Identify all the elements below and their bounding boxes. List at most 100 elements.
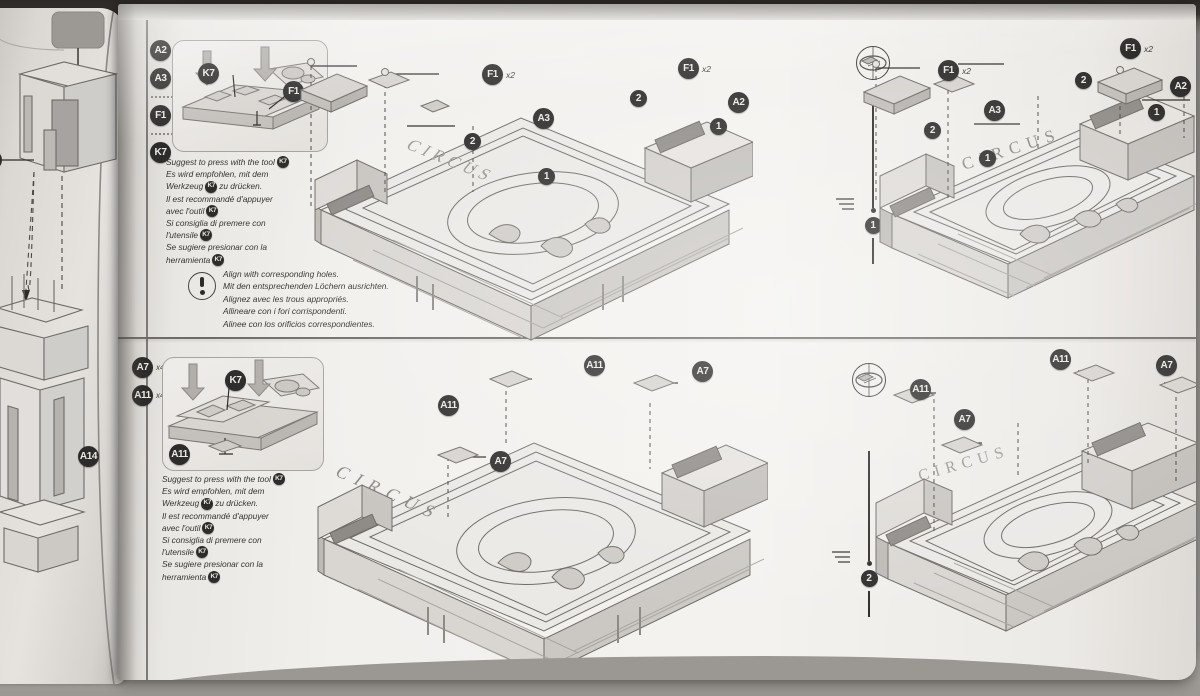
instruction-line-text: Suggest to press with the tool bbox=[166, 157, 275, 167]
tool-inset-step1: K7 F1 bbox=[172, 40, 328, 152]
callout-a11-right2: A11 bbox=[1050, 349, 1071, 370]
part-chip: A3 bbox=[533, 108, 554, 129]
instruction-line-text: Werkzeug bbox=[166, 181, 204, 192]
part-qty: x2 bbox=[702, 63, 711, 74]
callout-num1-far: 1 bbox=[1148, 104, 1165, 121]
page-top-edge bbox=[118, 4, 1196, 20]
part-chip: F1 bbox=[150, 105, 171, 126]
page-left-rail bbox=[146, 20, 148, 680]
part-chip: F1 bbox=[482, 64, 503, 85]
instruction-line-text: Si consiglia di premere con bbox=[166, 218, 266, 229]
step-separator-1: 1 bbox=[836, 46, 890, 264]
tool-inset-artwork bbox=[181, 46, 325, 130]
tool-chip: K7 bbox=[276, 156, 289, 169]
assembly-drawing-step1-left: CIRCUS bbox=[293, 28, 753, 348]
step-separator-2: 2 bbox=[832, 363, 886, 617]
callout-num2-mid: 2 bbox=[630, 90, 647, 107]
part-qty: x2 bbox=[1144, 43, 1153, 54]
tool-chip: K7 bbox=[272, 473, 285, 486]
step-badge: 2 bbox=[860, 570, 878, 587]
part-chip: A7 bbox=[954, 409, 975, 430]
rotate-icon-glyph bbox=[855, 363, 883, 397]
callout-a11-right2b: A11 bbox=[910, 379, 931, 400]
instruction-line-text: Es wird empfohlen, mit dem bbox=[166, 169, 269, 180]
index-chip: 2 bbox=[464, 133, 481, 150]
instruction-line-text: l'utensile bbox=[162, 547, 195, 558]
instruction-line: Si consiglia di premere con bbox=[166, 217, 316, 229]
panel-divider bbox=[118, 337, 1196, 339]
note-line: Allineare con i fori corrispondenti. bbox=[223, 306, 347, 317]
prevpage-callout-a14: A14 bbox=[78, 446, 99, 467]
tool-chip: K7 bbox=[196, 546, 209, 559]
exclamation-icon bbox=[188, 272, 216, 300]
part-chip: F1 bbox=[1120, 38, 1141, 59]
part-chip: A14 bbox=[78, 446, 99, 467]
step-panel-2: A7 x4 A11 x4 bbox=[118, 341, 1196, 680]
part-qty: x2 bbox=[506, 69, 515, 80]
callout-a3-right: A3 bbox=[984, 100, 1005, 121]
instruction-line-text: avec l'outil bbox=[166, 205, 205, 216]
part-chip: A2 bbox=[150, 40, 171, 61]
index-chip: 2 bbox=[924, 122, 941, 139]
part-chip: A11 bbox=[1050, 349, 1071, 370]
instruction-line-text: Se sugiere presionar con la bbox=[162, 559, 264, 570]
part-chip: A11 bbox=[169, 444, 190, 465]
index-chip: 1 bbox=[538, 168, 555, 185]
callout-a7-right2b: A7 bbox=[954, 409, 975, 430]
tool-chip: K7 bbox=[206, 204, 219, 217]
step-arrow-line bbox=[868, 451, 870, 561]
instruction-line-text: Es wird empfohlen, mit dem bbox=[162, 486, 265, 497]
tool-chip: K7 bbox=[225, 370, 246, 391]
callout-a2-far: A2 bbox=[1170, 76, 1191, 97]
bill-of-materials-step1: A2 x2 A3 x2 F1 x6 K7 bbox=[150, 40, 182, 163]
instruction-line-text: Werkzeug bbox=[162, 498, 200, 509]
callout-f1-right: F1 x2 bbox=[938, 60, 971, 81]
callout-a11-left2b: A11 bbox=[438, 395, 459, 416]
part-chip: A7 bbox=[692, 361, 713, 382]
bom-separator bbox=[151, 96, 181, 98]
step-arrow-line-lower bbox=[868, 591, 870, 617]
part-chip: A2 bbox=[1170, 76, 1191, 97]
tool-chip: K7 bbox=[198, 63, 219, 84]
callout-a11-left2: A11 bbox=[584, 355, 605, 376]
part-chip: A2 bbox=[728, 92, 749, 113]
callout-num2-right: 2 bbox=[924, 122, 941, 139]
tool-inset-step2: K7 A11 bbox=[162, 357, 324, 471]
previous-page-artwork bbox=[0, 8, 119, 684]
assembly-drawing-step2-right: CIRCUS bbox=[790, 349, 1196, 679]
part-chip: A11 bbox=[584, 355, 605, 376]
index-chip: 2 bbox=[1075, 72, 1092, 89]
instruction-line-text: l'utensile bbox=[166, 230, 199, 241]
index-chip: 1 bbox=[710, 118, 727, 135]
callout-f1-far: F1 x2 bbox=[1120, 38, 1153, 59]
callout-num2-far: 2 bbox=[1075, 72, 1092, 89]
step-arrow-line-lower bbox=[872, 238, 874, 264]
tool-chip: K7 bbox=[212, 253, 225, 266]
motion-lines-icon bbox=[832, 551, 850, 563]
part-qty: x2 bbox=[962, 65, 971, 76]
align-note-text: Align with corresponding holes. Mit den … bbox=[223, 268, 389, 330]
instruction-line: Il est recommandé d'appuyer bbox=[166, 193, 316, 205]
part-qty: x4 bbox=[156, 363, 165, 372]
part-chip: F1 bbox=[938, 60, 959, 81]
instruction-line: Se sugiere presionar con la bbox=[162, 558, 312, 570]
callout-a2-mid: A2 bbox=[728, 92, 749, 113]
callout-a7-right2: A7 bbox=[1156, 355, 1177, 376]
part-chip: A7 bbox=[1156, 355, 1177, 376]
callout-num2-left: 2 bbox=[464, 133, 481, 150]
instruction-line-text: Suggest to press with the tool bbox=[162, 474, 271, 484]
callout-f1-left: F1 x2 bbox=[482, 64, 515, 85]
instruction-line-text: avec l'outil bbox=[162, 522, 201, 533]
previous-page: A14 bbox=[0, 8, 126, 684]
step-arrow-line bbox=[872, 98, 874, 208]
part-chip: A3 bbox=[150, 68, 171, 89]
